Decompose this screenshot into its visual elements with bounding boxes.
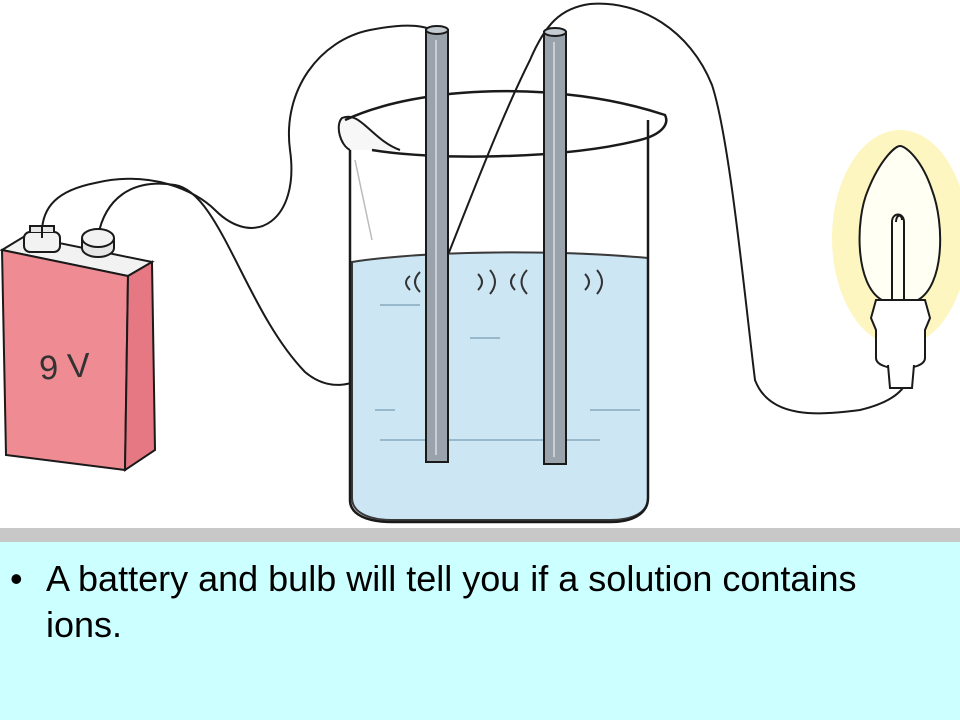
electrode-left [425, 25, 449, 463]
bullet-text: A battery and bulb will tell you if a so… [46, 558, 857, 645]
wires [40, 2, 907, 415]
conductivity-test-illustration: 9 V [0, 2, 960, 524]
wire-battery-to-bulb [97, 2, 907, 415]
battery: 9 V [0, 225, 157, 472]
water [351, 251, 649, 521]
beaker-glass [348, 120, 650, 524]
battery-terminal-left [23, 225, 61, 253]
bullet-marker: • [10, 558, 23, 599]
battery-side-face [123, 260, 157, 472]
beaker [337, 89, 668, 524]
battery-label: 9 V [38, 346, 92, 387]
beaker-spout [337, 115, 401, 151]
beaker-rim [344, 89, 668, 158]
bulb-glass [858, 144, 942, 301]
divider-band [0, 528, 960, 542]
bulb-base [869, 299, 932, 370]
wire-battery-to-left-electrode [40, 24, 433, 239]
water-ripples [375, 269, 640, 441]
bullet-item: • A battery and bulb will tell you if a … [0, 556, 926, 648]
text-panel: • A battery and bulb will tell you if a … [0, 542, 960, 720]
battery-terminal-right [81, 228, 115, 258]
light-bulb [832, 130, 960, 389]
bulb-filament [891, 213, 905, 300]
electrode-right [543, 27, 567, 465]
